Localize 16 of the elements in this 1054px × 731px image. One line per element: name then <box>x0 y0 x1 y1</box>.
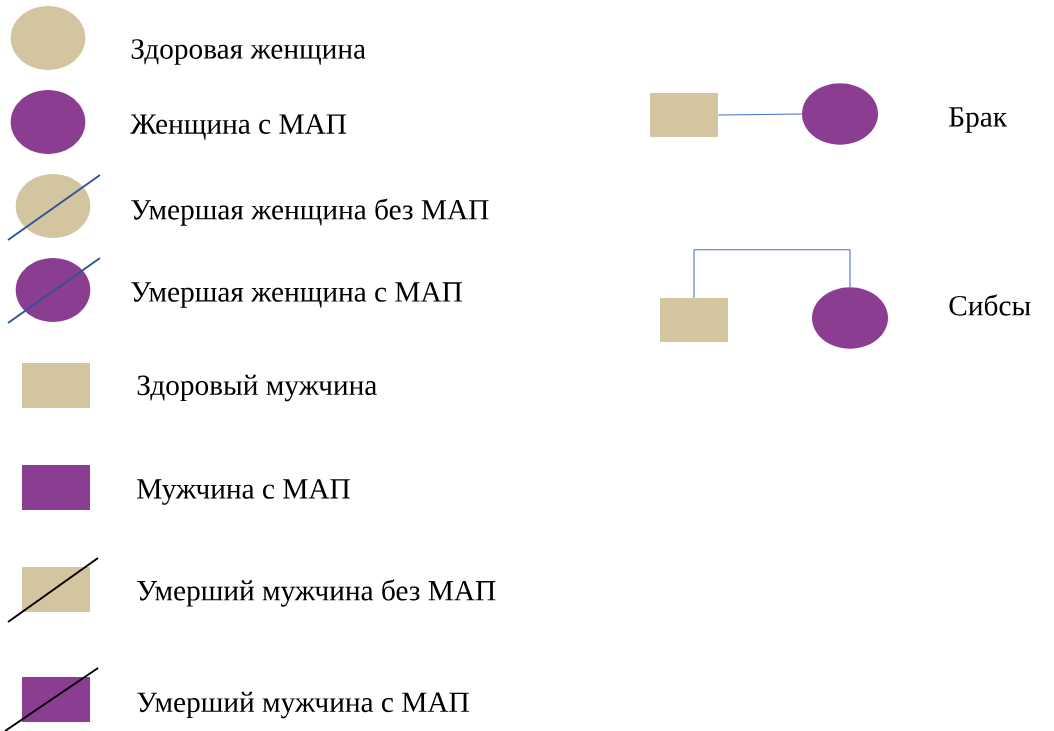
legend-label: Здоровый мужчина <box>137 374 377 402</box>
square-symbol <box>650 93 718 137</box>
relation-label: Сибсы <box>949 294 1031 316</box>
legend-label: Мужчина с МАП <box>137 479 350 505</box>
circle-symbol <box>802 83 878 145</box>
legend-label: Умерший мужчина без МАП <box>137 579 496 607</box>
connector-line <box>717 113 803 116</box>
square-symbol <box>660 298 728 342</box>
relation-label: Брак <box>949 107 1008 133</box>
legend-label: Здоровая женщина <box>131 39 366 65</box>
circle-symbol <box>812 287 888 349</box>
legend-label: Умершая женщина без МАП <box>131 198 489 226</box>
legend-label: Умершая женщина с МАП <box>131 282 462 308</box>
connector-line <box>693 249 851 299</box>
legend-label: Умерший мужчина с МАП <box>137 691 469 719</box>
legend-label: Женщина с МАП <box>130 114 347 140</box>
